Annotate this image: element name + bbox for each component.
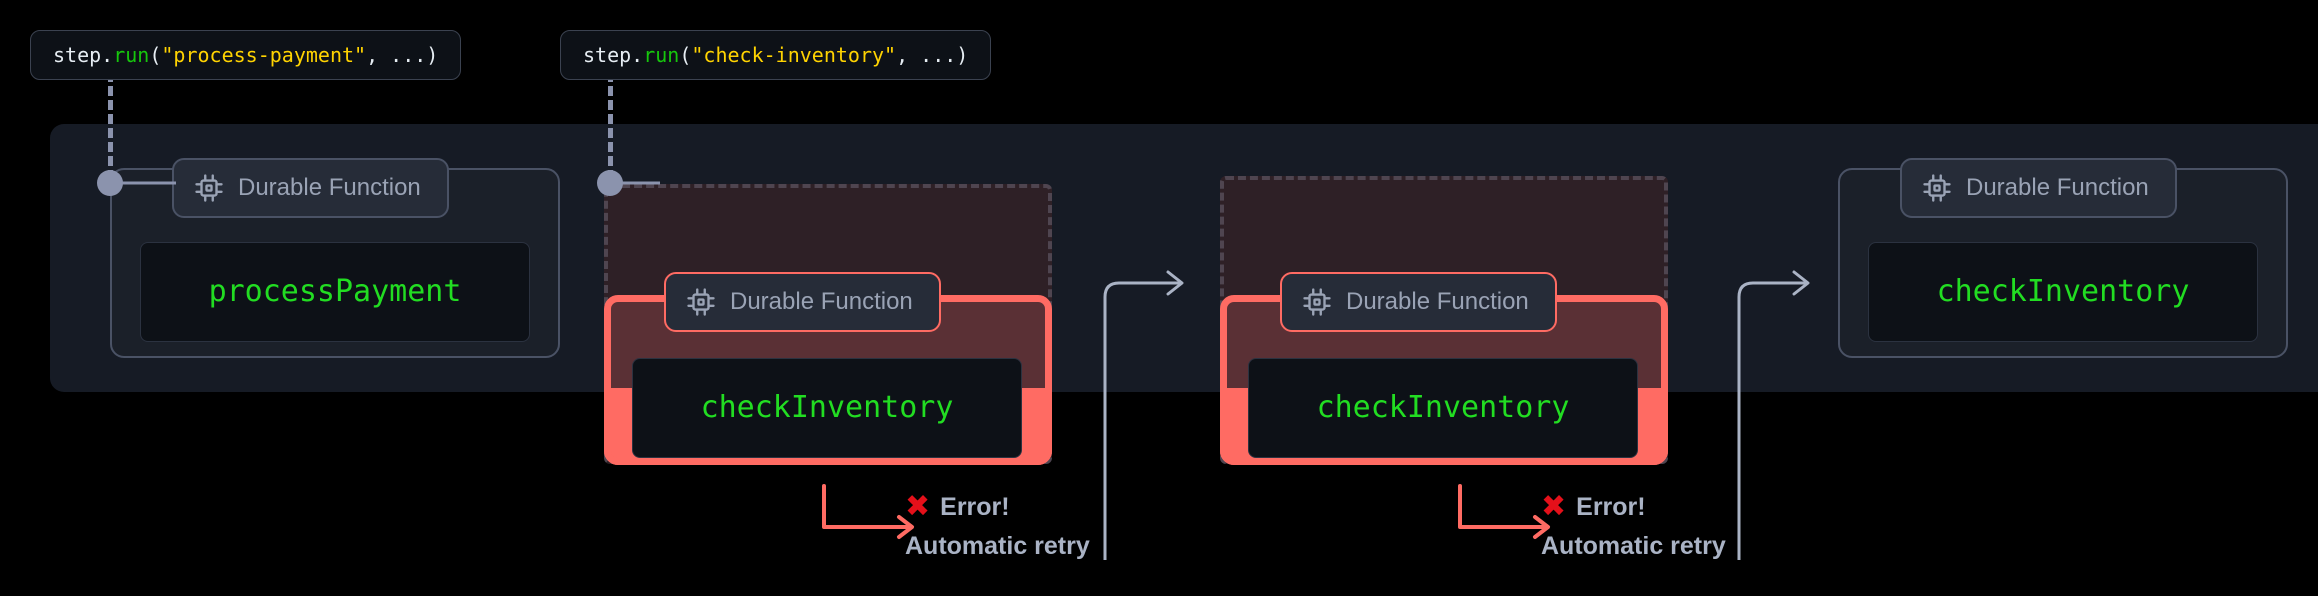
cpu-chip-icon (1302, 287, 1332, 317)
callout-object: step (53, 43, 102, 67)
durable-function-label: Durable Function (238, 174, 421, 201)
x-mark-icon: ✖ (905, 489, 931, 524)
error-title: Error! (1576, 492, 1646, 521)
callout-open-paren: ( (679, 43, 692, 67)
error-annotation-1: ✖ Error! Automatic retry (905, 492, 1090, 559)
function-name-label: checkInventory (700, 390, 954, 425)
error-subtitle: Automatic retry (1541, 532, 1726, 560)
cpu-chip-icon (1922, 173, 1952, 203)
error-subtitle: Automatic retry (905, 532, 1090, 560)
durable-function-badge-2[interactable]: Durable Function (664, 272, 941, 332)
callout-open-paren: ( (149, 43, 162, 67)
code-callout-check-inventory[interactable]: step.run("check-inventory", ...) (560, 30, 992, 80)
error-title-row: ✖ Error! (1541, 492, 1726, 522)
callout-dot: . (631, 43, 644, 67)
function-name-label: processPayment (208, 274, 462, 309)
callout-argument: "check-inventory" (691, 43, 897, 67)
callout-method: run (643, 43, 680, 67)
function-box-check-inventory-2[interactable]: checkInventory (1248, 358, 1638, 458)
durable-function-badge-3[interactable]: Durable Function (1280, 272, 1557, 332)
durable-function-label: Durable Function (1346, 288, 1529, 315)
function-box-process-payment[interactable]: processPayment (140, 242, 530, 342)
durable-function-label: Durable Function (730, 288, 913, 315)
function-name-label: checkInventory (1936, 274, 2190, 309)
durable-function-label: Durable Function (1966, 174, 2149, 201)
x-mark-icon: ✖ (1541, 489, 1567, 524)
error-title-row: ✖ Error! (905, 492, 1090, 522)
callout-connector-line-2 (608, 58, 613, 180)
callout-connector-line-1 (108, 58, 113, 180)
callout-argument: "process-payment" (161, 43, 367, 67)
function-name-label: checkInventory (1316, 390, 1570, 425)
callout-rest: , ...) (896, 43, 969, 67)
step-connector-dot-1 (97, 170, 123, 196)
cpu-chip-icon (686, 287, 716, 317)
function-box-check-inventory-success[interactable]: checkInventory (1868, 242, 2258, 342)
durable-function-badge-1[interactable]: Durable Function (172, 158, 449, 218)
cpu-chip-icon (194, 173, 224, 203)
callout-method: run (113, 43, 150, 67)
callout-dot: . (101, 43, 114, 67)
function-box-check-inventory-1[interactable]: checkInventory (632, 358, 1022, 458)
code-callout-process-payment[interactable]: step.run("process-payment", ...) (30, 30, 462, 80)
error-annotation-2: ✖ Error! Automatic retry (1541, 492, 1726, 559)
step-connector-dot-2 (597, 170, 623, 196)
durable-function-badge-4[interactable]: Durable Function (1900, 158, 2177, 218)
callout-rest: , ...) (366, 43, 439, 67)
callout-object: step (583, 43, 632, 67)
error-title: Error! (940, 492, 1010, 521)
